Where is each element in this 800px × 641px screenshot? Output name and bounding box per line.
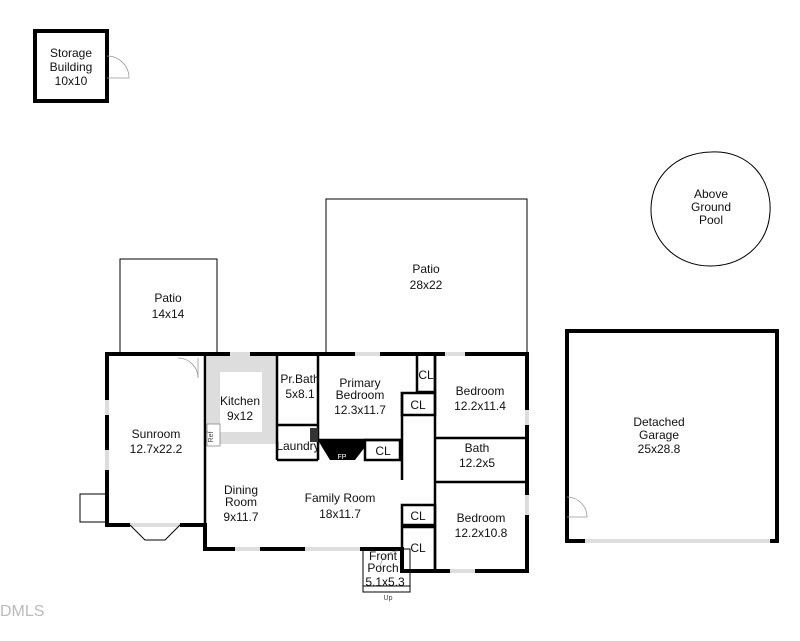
patio-small: Patio 14x14 [119,258,218,354]
fireplace-label: FP [338,454,347,461]
porch-label-2: Porch [367,561,398,575]
bath-dims: 12.2x5 [459,456,495,470]
porch-label-1: Front [369,549,398,563]
sunroom-label: Sunroom [132,427,181,441]
closet-label: CL [410,398,426,412]
bedroom-top-label: Bedroom [456,384,505,398]
pr-bath-label: Pr.Bath [280,372,319,386]
bedroom-bottom-label: Bedroom [457,511,506,525]
dining-dims: 9x11.7 [223,510,258,524]
patio-small-dims: 14x14 [152,307,185,321]
pool-label-2: Ground [691,200,731,214]
storage-label-1: Storage [50,46,92,60]
storage-label-2: Building [50,60,93,74]
closet-label: CL [375,444,391,458]
storage-dims: 10x10 [55,74,88,88]
house [79,352,529,593]
sunroom-dims: 12.7x22.2 [130,442,183,456]
kitchen-dims: 9x12 [227,409,253,423]
closet-label: CL [410,509,426,523]
patio-large-label: Patio [412,262,440,276]
dining-label-1: Dining [224,483,258,497]
detached-garage: Detached Garage 25x28.8 [565,329,779,543]
bedroom-bottom-dims: 12.2x10.8 [455,526,508,540]
dining-label-2: Room [225,495,257,509]
bath-label: Bath [465,441,490,455]
patio-large: Patio 28x22 [325,198,528,354]
closet-label: CL [418,368,434,382]
closet-label: CL [410,541,426,555]
patio-small-label: Patio [154,291,182,305]
primary-bedroom-label-1: Primary [339,376,380,390]
ref-label: Ref [208,432,215,443]
garage-label-2: Garage [639,428,679,442]
bedroom-top-dims: 12.2x11.4 [454,399,506,413]
above-ground-pool: Above Ground Pool [650,151,771,267]
pool-label-1: Above [694,187,728,201]
family-room-dims: 18x11.7 [319,507,361,521]
primary-bedroom-dims: 12.3x11.7 [334,403,386,417]
garage-dims: 25x28.8 [638,442,681,456]
pr-bath-dims: 5x8.1 [285,387,315,401]
storage-building: Storage Building 10x10 [33,29,130,103]
garage-label-1: Detached [633,415,684,429]
porch-dims: 5.1x5.3 [365,575,405,589]
patio-large-dims: 28x22 [410,278,443,292]
pool-label-3: Pool [699,213,723,227]
laundry-label: Laundry [276,439,319,453]
stairs-up-label: Up [384,595,393,602]
primary-bedroom-label-2: Bedroom [336,388,385,402]
kitchen-label: Kitchen [220,394,260,408]
family-room-label: Family Room [305,491,376,505]
watermark: DMLS [0,603,44,620]
